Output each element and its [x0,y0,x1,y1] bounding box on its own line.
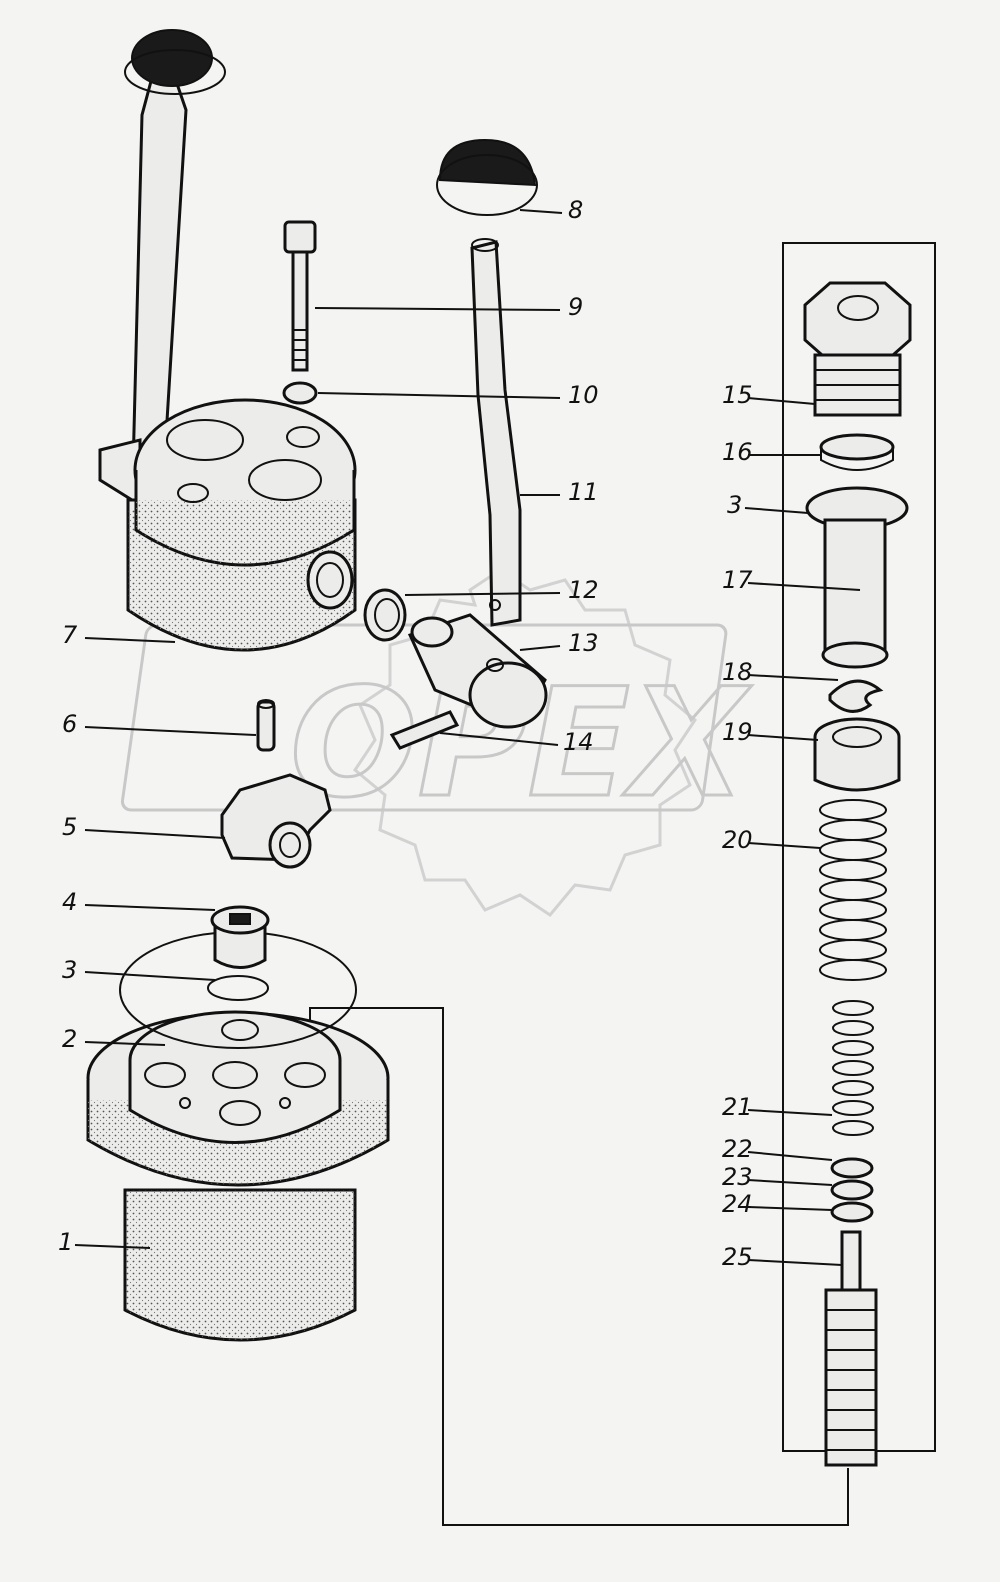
leader-line-8 [519,209,563,214]
leader-line-5 [84,829,226,839]
leader-line-21 [747,1109,833,1116]
part-label-15: 15 [722,381,753,409]
part-label-25: 25 [722,1243,753,1271]
part-label-4: 4 [62,888,77,916]
leader-line-10 [317,392,561,399]
leader-line-9 [314,307,561,311]
leader-line-23 [747,1179,833,1186]
leader-line-1 [74,1244,151,1249]
ring-22 [830,1157,874,1179]
leader-line-17 [747,582,861,591]
leader-line-13 [519,645,561,651]
leader-line-4 [84,904,216,911]
part-label-2: 2 [62,1025,77,1053]
clip-18 [828,679,884,713]
assembly-connector-line [309,1007,849,1526]
spring-21 [832,1000,874,1136]
part-label-3b: 3 [727,491,742,519]
part-label-5: 5 [62,813,77,841]
part-label-12: 12 [568,576,599,604]
part-label-1: 1 [58,1228,73,1256]
part-label-17: 17 [722,566,753,594]
rod [470,238,522,627]
screw [283,220,317,372]
sleeve [407,613,548,729]
part-label-18: 18 [722,658,753,686]
leader-line-18 [747,674,839,681]
part-label-3a: 3 [62,956,77,984]
base-body [86,1010,390,1342]
part-label-9: 9 [568,293,583,321]
part-label-24: 24 [722,1190,753,1218]
rocker-arm [220,773,332,869]
leader-line-25 [747,1259,843,1266]
part-label-14: 14 [563,728,594,756]
part-label-11: 11 [568,478,599,506]
leader-line-14 [439,732,559,746]
washer [282,381,318,405]
small-seal-ring-left [207,975,269,1001]
leader-line-24 [747,1206,833,1211]
leader-line-3b [744,507,809,514]
plunger-25 [824,1230,878,1467]
pin [256,699,276,752]
leader-line-12 [404,592,561,596]
nut-15 [803,281,912,417]
part-label-8: 8 [568,196,583,224]
tube-17 [821,518,889,669]
leader-line-20 [747,842,821,849]
knob [436,138,538,216]
pin-14 [389,710,460,750]
part-label-10: 10 [568,381,599,409]
ring-24 [830,1201,874,1223]
part-label-22: 22 [722,1135,753,1163]
leader-line-3a [84,971,216,981]
cup-19 [813,717,901,792]
part-label-23: 23 [722,1163,753,1191]
part-label-20: 20 [722,826,753,854]
lever-housing [98,29,357,652]
part-label-7: 7 [62,621,78,649]
leader-line-6 [84,726,257,736]
part-label-13: 13 [568,629,599,657]
leader-line-7 [84,637,176,643]
part-label-21: 21 [722,1093,753,1121]
callout-layer: 1234567891011121314151631718192021222324… [58,196,861,1271]
ring-16 [819,433,895,471]
plug [210,905,270,969]
ring-23 [830,1179,874,1201]
part-label-16: 16 [722,438,753,466]
ring-12 [363,588,407,642]
leader-line-22 [747,1151,833,1161]
spring-20 [819,799,887,981]
leader-line-15 [747,397,816,405]
part-label-6: 6 [62,710,77,738]
part-label-19: 19 [722,718,753,746]
leader-line-2 [84,1041,166,1046]
watermark-gear [353,568,697,917]
leader-line-19 [747,734,819,741]
